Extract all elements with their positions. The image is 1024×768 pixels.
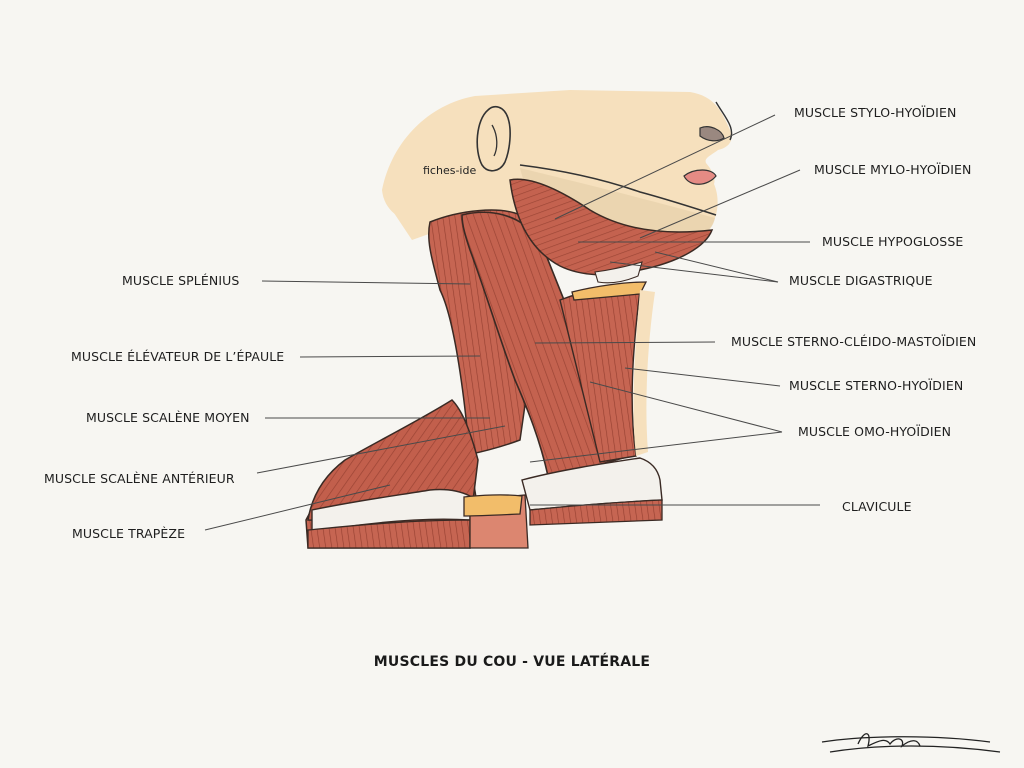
nose-icon — [699, 126, 725, 142]
label-sterno-cleido-mastoidien: MUSCLE STERNO-CLÉIDO-MASTOÏDIEN — [731, 334, 977, 349]
leader-mylo-hyoidien — [639, 169, 801, 239]
suprahyoid-muscles — [509, 178, 714, 276]
label-hypoglosse: MUSCLE HYPOGLOSSE — [822, 234, 964, 249]
signature — [821, 733, 1001, 753]
leader-stylo-hyoidien — [554, 114, 776, 220]
watermark: fiches-ide — [423, 164, 477, 177]
leader-scalene-anterieur — [256, 425, 506, 474]
digastric-tendon — [594, 261, 643, 284]
diagram-title: MUSCLES DU COU - VUE LATÉRALE — [373, 654, 651, 670]
leader-digastrique-1 — [609, 261, 779, 283]
leader-scm — [534, 341, 716, 344]
label-mylo-hyoidien: MUSCLE MYLO-HYOÏDIEN — [814, 162, 972, 177]
leader-elevateur — [299, 355, 481, 358]
leader-sterno-hyoidien — [624, 367, 781, 387]
pectoral-strip-right — [529, 499, 663, 526]
label-splenius: MUSCLE SPLÉNIUS — [122, 273, 240, 288]
label-trapeze: MUSCLE TRAPÈZE — [72, 526, 186, 541]
label-stylo-hyoidien: MUSCLE STYLO-HYOÏDIEN — [794, 105, 957, 120]
mouth-icon — [683, 169, 717, 185]
leader-trapeze — [204, 484, 391, 531]
label-scalene-moyen: MUSCLE SCALÈNE MOYEN — [86, 410, 250, 425]
leader-lines — [204, 114, 820, 531]
leader-digastrique-2 — [654, 251, 779, 283]
leader-omo-hyoidien-2 — [529, 431, 783, 463]
label-clavicule: CLAVICULE — [842, 499, 912, 514]
label-sterno-hyoidien: MUSCLE STERNO-HYOÏDIEN — [789, 378, 964, 393]
label-omo-hyoidien: MUSCLE OMO-HYOÏDIEN — [798, 424, 952, 439]
label-digastrique: MUSCLE DIGASTRIQUE — [789, 273, 933, 288]
leader-splenius — [261, 280, 471, 285]
ear-icon — [476, 105, 511, 172]
clavicle-bone — [463, 494, 523, 517]
label-elevateur-epaule: MUSCLE ÉLÉVATEUR DE L’ÉPAULE — [71, 349, 285, 364]
jaw-line — [519, 164, 717, 216]
throat-skin — [633, 290, 655, 456]
label-scalene-anterieur: MUSCLE SCALÈNE ANTÉRIEUR — [44, 471, 235, 486]
leader-omo-hyoidien-1 — [589, 381, 783, 433]
neck-skin — [382, 195, 440, 240]
